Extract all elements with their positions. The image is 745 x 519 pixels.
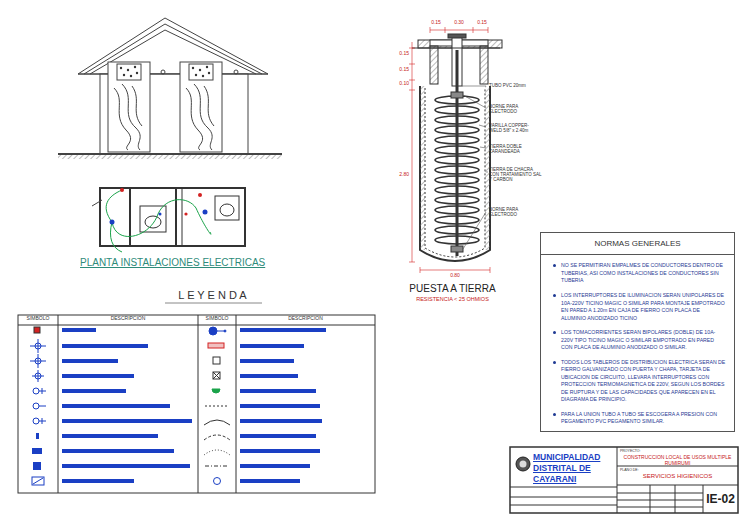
field-label: PROYECTO:: [620, 449, 735, 454]
callout: TIERRA DOBLE ZARANDEADA: [489, 144, 539, 154]
sheet-number-cell: IE-02: [704, 486, 737, 518]
dimension: 0.15: [425, 20, 447, 26]
table-header: SIMBOLO: [198, 316, 236, 322]
notes-heading: NORMAS GENERALES: [541, 239, 734, 255]
note-text: TODOS LOS TABLEROS DE DISTRIBUCION ELECT…: [549, 359, 726, 404]
note-text: LOS INTERRUPTORES DE ILUMINACION SERAN U…: [549, 292, 726, 322]
detail-subtitle: RESISTENCIA < 25 OHMIOS: [390, 296, 515, 302]
dimension: 2.80: [394, 172, 409, 178]
title-block: [510, 447, 738, 513]
table-header: DESCRIPCION: [58, 316, 198, 322]
legend-symbols: [30, 327, 230, 485]
sheet-name: SERVICIOS HIGIENICOS: [620, 473, 735, 481]
table-header: DESCRIPCION: [236, 316, 375, 322]
dimension: 0.15: [394, 67, 409, 73]
project-name: CONSTRUCCION LOCAL DE USOS MULTIPLE RUMI…: [620, 454, 735, 467]
owner-name: MUNICIPALIDAD DISTRITAL DE CAYARANI: [533, 452, 613, 485]
callout: TIERRA DE CHACRA CON TRATAMIENTO SAL Y C…: [489, 167, 543, 183]
note-text: NO SE PERMITIRAN EMPALMES DE CONDUCTORES…: [549, 262, 726, 285]
plan-title: PLANTA INSTALACIONES ELECTRICAS: [80, 257, 265, 269]
callout: BORNE PARA ELECTRODO: [489, 207, 539, 217]
callout: VARILLA COPPER-WELD 5/8" x 2.40m: [489, 123, 539, 133]
table-header: SIMBOLO: [18, 316, 58, 322]
grounding-detail: [409, 27, 502, 273]
detail-title: PUESTA A TIERRA: [395, 283, 510, 295]
dimension: 0.80: [445, 273, 465, 279]
electrical-plan: [92, 188, 245, 252]
sheet-number: IE-02: [704, 486, 737, 512]
notes-box: NORMAS GENERALES NO SE PERMITIRAN EMPALME…: [540, 232, 735, 432]
legend-description-bars: [62, 328, 326, 483]
dimension: 0.30: [448, 20, 470, 26]
callout: BORNE PARA ELECTRODO: [489, 104, 539, 114]
callout: TUBO PVC 20mm: [489, 83, 539, 88]
dimension: 0.15: [471, 20, 493, 26]
dimension: 0.10: [394, 81, 409, 87]
house-elevation: [58, 18, 282, 159]
field-label: PLANO DE:: [620, 468, 735, 473]
note-text: PARA LA UNION TUBO A TUBO SE ESCOGERA A …: [549, 411, 726, 426]
legend-title: L E Y E N D A: [160, 289, 265, 302]
sheet-name-cell: PLANO DE:SERVICIOS HIGIENICOS: [618, 467, 737, 487]
dimension: 0.15: [394, 51, 409, 57]
note-text: LOS TOMACORRIENTES SERAN BIPOLARES (DOBL…: [549, 329, 726, 352]
owner-cell: MUNICIPALIDAD DISTRITAL DE CAYARANI: [531, 450, 615, 492]
legend-table: [18, 303, 375, 493]
